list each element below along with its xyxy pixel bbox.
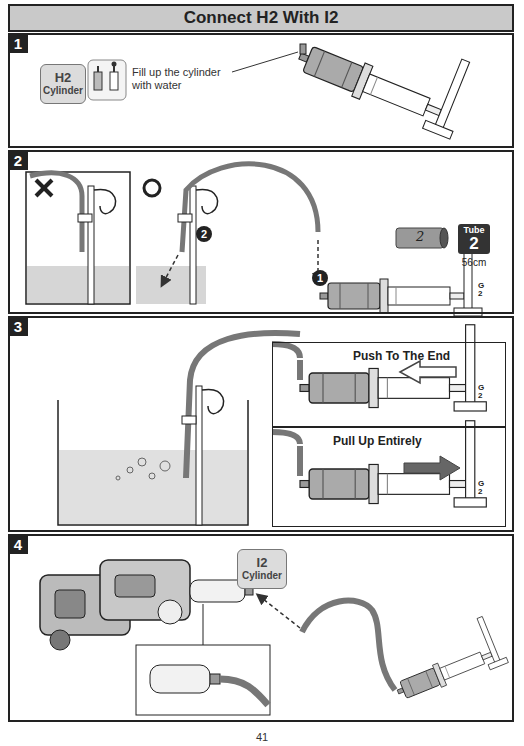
tube-badge: Tube2 bbox=[458, 224, 490, 254]
title-band: Connect H2 With I2 bbox=[8, 4, 514, 32]
part-tag: H2Cylinder bbox=[40, 64, 86, 104]
tube-marking: 2 bbox=[416, 229, 424, 244]
step-panel: 1H2Cylinder bbox=[8, 33, 514, 148]
inset-heading: Push To The End bbox=[353, 349, 450, 363]
part-sticker: G2 bbox=[478, 282, 484, 298]
step-panel: 4I2Cylinder bbox=[8, 534, 514, 722]
tube-word: Tube bbox=[464, 225, 485, 235]
step-panel: 3Push To The EndPull Up Entirely bbox=[8, 316, 514, 532]
inset-box: Push To The End bbox=[272, 342, 506, 427]
part-type: Cylinder bbox=[43, 85, 83, 97]
step-number: 1 bbox=[8, 33, 28, 53]
part-tag: I2Cylinder bbox=[237, 549, 287, 589]
tube-length: 56cm bbox=[462, 257, 486, 268]
part-code: H2 bbox=[55, 71, 72, 85]
step-panel: 2Tube256cm bbox=[8, 150, 514, 314]
inset-heading: Pull Up Entirely bbox=[333, 434, 422, 448]
step-number: 2 bbox=[8, 150, 28, 170]
instruction-note: Fill up the cylinder with water bbox=[132, 66, 232, 92]
part-type: Cylinder bbox=[242, 570, 282, 582]
callout-number: 2 bbox=[196, 226, 212, 242]
callout-number: 1 bbox=[312, 270, 328, 286]
tube-tag: Tube2 56cm bbox=[457, 224, 491, 280]
step-number: 4 bbox=[8, 534, 28, 554]
step-number: 3 bbox=[8, 316, 28, 336]
inset-box: Pull Up Entirely bbox=[272, 427, 506, 527]
step2-art bbox=[26, 164, 482, 316]
page-title: Connect H2 With I2 bbox=[184, 8, 339, 28]
part-sticker: G2 bbox=[478, 384, 484, 400]
tube-number: 2 bbox=[469, 235, 478, 253]
page-number: 41 bbox=[250, 731, 274, 743]
part-sticker: G2 bbox=[478, 480, 484, 496]
part-code: I2 bbox=[257, 556, 268, 570]
